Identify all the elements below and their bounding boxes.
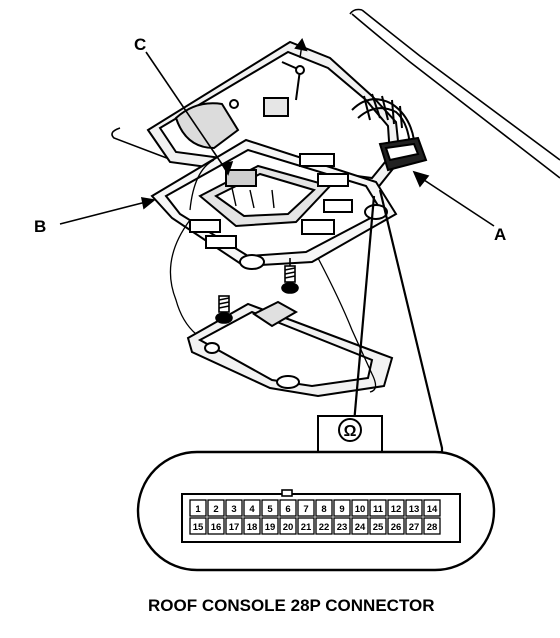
connector-pin-cell — [243, 517, 261, 535]
connector-pin-cell — [405, 499, 423, 517]
connector-caption: ROOF CONSOLE 28P CONNECTOR — [148, 596, 435, 615]
ohm-symbol: Ω — [344, 423, 357, 440]
connector-pin-cell — [279, 517, 297, 535]
console-panel-b — [150, 138, 398, 270]
connector-pin-number: 1 — [195, 504, 201, 515]
connector-pin-cell — [351, 499, 369, 517]
connector-pin-number: 27 — [409, 522, 420, 533]
connector-pin-cell — [333, 517, 351, 535]
connector-a-body — [378, 136, 428, 172]
connector-pin-number: 15 — [193, 522, 204, 533]
connector-pin-cell — [333, 499, 351, 517]
connector-pin-number: 26 — [391, 522, 402, 533]
connector-pin-cell — [279, 499, 297, 517]
connector-pin-cell — [423, 499, 441, 517]
connector-pin-number: 12 — [391, 504, 402, 515]
connector-pin-number: 7 — [303, 504, 308, 515]
connector-pin-cell — [225, 499, 243, 517]
connector-pin-cell — [189, 499, 207, 517]
connector-pin-cell — [423, 517, 441, 535]
connector-pin-cell — [261, 499, 279, 517]
connector-pin-number: 10 — [355, 504, 366, 515]
connector-pin-number: 8 — [321, 504, 326, 515]
connector-pin-cell — [189, 517, 207, 535]
wiring-harness — [351, 93, 415, 147]
connector-pin-number: 20 — [283, 522, 294, 533]
connector-pin-cell — [225, 517, 243, 535]
connector-pin-number: 5 — [267, 504, 273, 515]
roof-lining — [111, 8, 560, 179]
connector-pin-cell — [243, 499, 261, 517]
connector-pin-number: 16 — [211, 522, 222, 533]
roof-console-housing — [146, 37, 402, 192]
connector-pin-cell — [369, 499, 387, 517]
connector-pin-number: 25 — [373, 522, 384, 533]
connector-pin-number: 4 — [249, 504, 255, 515]
connector-pin-cell — [207, 499, 225, 517]
connector-pin-cell — [297, 517, 315, 535]
connector-pin-number: 24 — [355, 522, 366, 533]
connector-pin-cell — [387, 517, 405, 535]
callout-b: B — [34, 217, 46, 236]
connector-pin-number: 19 — [265, 522, 276, 533]
connector-pin-number: 21 — [301, 522, 312, 533]
connector-pin-cell — [405, 517, 423, 535]
connector-pin-number: 28 — [427, 522, 438, 533]
connector-pin-number: 6 — [285, 504, 290, 515]
leader-lines — [59, 51, 495, 227]
connector-pin-cell — [387, 499, 405, 517]
ohmmeter: Ω — [317, 415, 383, 453]
connector-pin-cell — [297, 499, 315, 517]
connector-pin-number: 3 — [231, 504, 236, 515]
callout-a: A — [494, 225, 506, 244]
connector-pin-number: 13 — [409, 504, 420, 515]
mounting-screw — [215, 295, 233, 324]
connector-pin-number: 14 — [427, 504, 438, 515]
connector-pin-cell — [207, 517, 225, 535]
connector-pin-number: 22 — [319, 522, 330, 533]
connector-pin-number: 11 — [373, 504, 384, 515]
map-light-lens — [186, 300, 394, 398]
connector-pin-cell — [351, 517, 369, 535]
connector-pin-number: 17 — [229, 522, 240, 533]
connector-pin-number: 23 — [337, 522, 348, 533]
connector-pin-cell — [315, 517, 333, 535]
connector-pin-cell — [261, 517, 279, 535]
connector-pin-number: 2 — [213, 504, 218, 515]
connector-pin-number: 18 — [247, 522, 258, 533]
connector-pin-cell — [369, 517, 387, 535]
callout-c: C — [134, 35, 146, 54]
connector-pin-cell — [315, 499, 333, 517]
mounting-screw — [281, 258, 299, 294]
connector-pin-number: 9 — [339, 504, 344, 515]
